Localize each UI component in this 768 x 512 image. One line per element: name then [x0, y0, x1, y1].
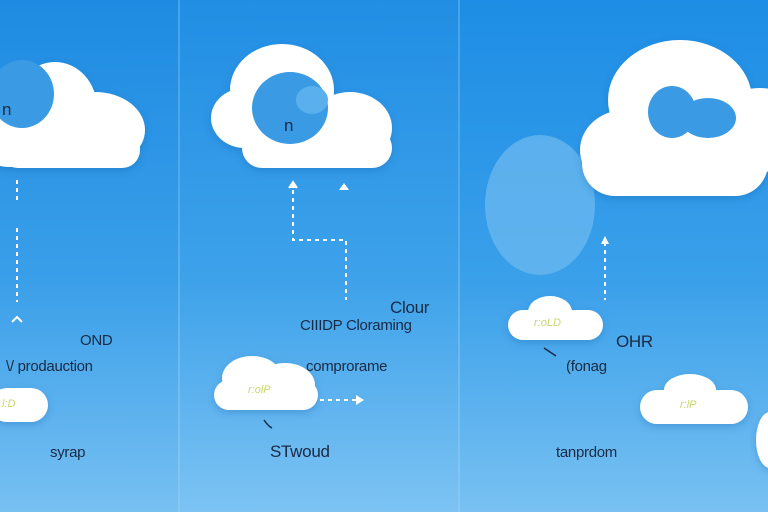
- dashed-connector: [292, 190, 347, 300]
- pill-label: r:olP: [248, 384, 271, 396]
- label-comp: comprorame: [306, 358, 388, 375]
- pill-cloud-icon: [640, 374, 748, 424]
- cloud-blob-icon: [0, 60, 54, 128]
- pill-label: r:lP: [680, 399, 697, 411]
- cloud-letter: n: [2, 100, 12, 119]
- arrow-icon: [601, 236, 609, 244]
- label-ohr: OHR: [616, 332, 653, 351]
- label-stwoud: STwoud: [270, 442, 330, 461]
- label-cloud-line: CIIIDP Cloraming: [300, 317, 412, 334]
- pill-cloud-icon: [508, 296, 603, 340]
- arrow-icon: [339, 183, 349, 190]
- arrow-icon: [11, 315, 23, 323]
- cloud-letter: n: [284, 116, 294, 135]
- pill-label: r:oLD: [534, 317, 561, 329]
- pill-cloud-icon: [0, 388, 48, 422]
- divider: [458, 0, 460, 512]
- cloud-icon: [756, 412, 768, 468]
- arrow-icon: [543, 347, 557, 357]
- arrow-icon: [263, 419, 273, 429]
- pill-label: l:D: [2, 398, 16, 410]
- label-clour: Clour: [390, 298, 430, 317]
- label-syrap: syrap: [50, 444, 86, 461]
- label-ond: OND: [80, 332, 113, 349]
- blob-decoration: [485, 135, 595, 275]
- arrow-icon: [356, 395, 364, 405]
- arrow-icon: [288, 180, 298, 189]
- label-production: \/ prodauction: [6, 358, 93, 375]
- label-fonag: (fonag: [566, 358, 607, 375]
- label-tanprdom: tanprdom: [556, 444, 617, 461]
- divider: [178, 0, 180, 512]
- pill-cloud-icon: [214, 356, 318, 410]
